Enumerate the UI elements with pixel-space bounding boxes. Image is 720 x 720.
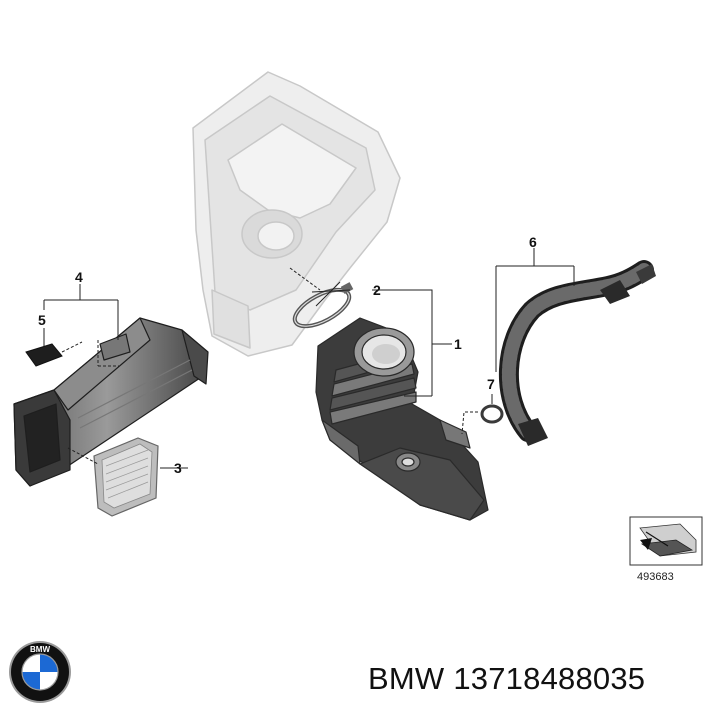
clamp-ring [292, 282, 354, 329]
svg-text:BMW: BMW [30, 645, 50, 654]
leader-lines [43, 248, 575, 469]
callout-1: 1 [454, 336, 462, 352]
callout-labels: 1 2 3 4 5 6 7 [38, 234, 537, 476]
intake-boot [315, 317, 489, 521]
callout-6: 6 [529, 234, 537, 250]
reference-number: 493683 [637, 571, 674, 583]
intake-duct [13, 317, 209, 487]
part-number: 13718488035 [453, 661, 646, 696]
foam-pad [25, 343, 63, 367]
callout-4: 4 [75, 269, 83, 285]
o-ring-seal [480, 404, 504, 424]
callout-7: 7 [487, 376, 495, 392]
mesh-grille [93, 437, 159, 517]
brand-logo: BMW [9, 641, 71, 703]
breather-hose [499, 260, 656, 446]
callout-3: 3 [174, 460, 182, 476]
reference-icon [629, 516, 703, 566]
air-filter-housing [192, 71, 401, 357]
callout-2: 2 [373, 282, 381, 298]
callout-5: 5 [38, 312, 46, 328]
brand-name: BMW [368, 661, 445, 696]
